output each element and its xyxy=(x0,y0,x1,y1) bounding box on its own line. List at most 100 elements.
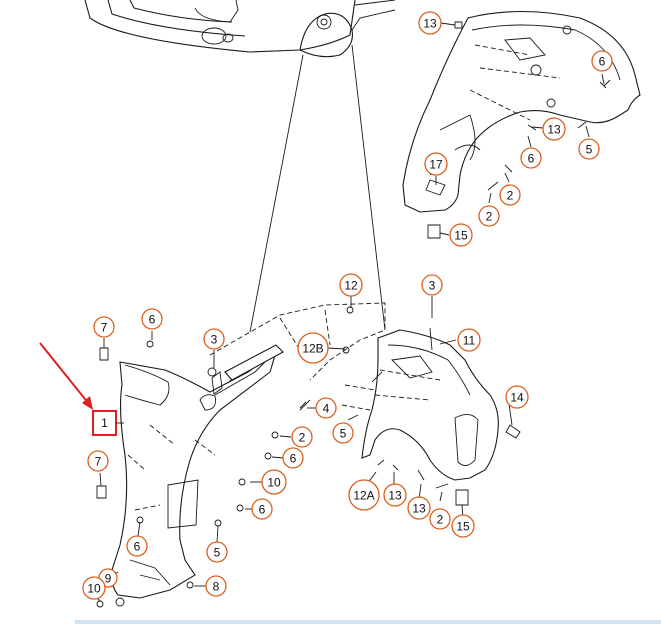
callout-label: 2 xyxy=(486,210,493,224)
callout-label: 2 xyxy=(507,189,514,203)
callout-c10-mid: 10 xyxy=(261,469,287,495)
callout-circle xyxy=(520,147,542,169)
rear-wheel-liner xyxy=(402,11,641,239)
callout-c7-bottom: 7 xyxy=(87,450,109,472)
callout-c7-top: 7 xyxy=(93,316,115,338)
callout-circle xyxy=(383,483,407,507)
callout-circle xyxy=(282,447,304,469)
callout-circle xyxy=(505,385,529,409)
callout-circle xyxy=(348,479,380,511)
callout-label: 13 xyxy=(547,123,561,137)
callout-c2-a: 2 xyxy=(499,184,521,206)
callout-c13-top: 13 xyxy=(418,11,442,35)
callout-label: 7 xyxy=(101,321,108,335)
callout-circle xyxy=(82,576,106,600)
callout-label: 15 xyxy=(456,520,470,534)
front-liner-upper-bracket xyxy=(209,302,386,381)
red-pointer-arrow xyxy=(39,342,93,410)
callout-circle xyxy=(339,273,363,297)
callout-label: 13 xyxy=(388,489,402,503)
callout-label: 6 xyxy=(259,503,266,517)
callout-circle xyxy=(449,223,473,247)
callout-circle xyxy=(251,498,273,520)
callout-circle xyxy=(315,397,337,419)
callout-circle xyxy=(578,138,600,160)
callout-label: 5 xyxy=(340,427,347,441)
highlighted-part-label: 1 xyxy=(101,416,108,430)
callout-label: 7 xyxy=(95,455,102,469)
callout-c12: 12 xyxy=(339,273,363,297)
callout-c6-mid2: 6 xyxy=(282,447,304,469)
callout-circle xyxy=(421,274,443,296)
callout-c13-low-a: 13 xyxy=(383,483,407,507)
bottom-edge-bar xyxy=(75,620,661,624)
callout-circle xyxy=(457,328,481,352)
callout-circle xyxy=(297,332,329,364)
callout-c6-top: 6 xyxy=(591,50,613,72)
callout-circle xyxy=(332,422,354,444)
callout-c5-bottom: 5 xyxy=(206,541,228,563)
callout-circle xyxy=(126,535,148,557)
callout-label: 6 xyxy=(134,540,141,554)
callout-c14: 14 xyxy=(505,385,529,409)
callout-c13-low-b: 13 xyxy=(407,496,431,520)
callout-c3-right: 3 xyxy=(421,274,443,296)
callout-label: 3 xyxy=(211,333,218,347)
leader-line-car-right xyxy=(351,44,386,331)
callout-c15-top: 15 xyxy=(449,223,473,247)
callout-circle xyxy=(591,50,613,72)
callout-label: 11 xyxy=(463,334,476,348)
callout-label: 13 xyxy=(412,502,426,516)
callout-circle xyxy=(261,469,287,495)
callout-label: 12 xyxy=(344,279,358,293)
callout-c6-left-top: 6 xyxy=(141,308,163,330)
callout-c15-bottom: 15 xyxy=(451,514,475,538)
callout-c4: 4 xyxy=(315,397,337,419)
callout-circle xyxy=(418,11,442,35)
callout-label: 14 xyxy=(510,391,524,405)
callout-circle xyxy=(205,575,227,597)
callout-label: 10 xyxy=(87,582,101,596)
highlight-part-1: 1 xyxy=(92,410,124,436)
callout-label: 6 xyxy=(528,152,535,166)
callout-label: 12A xyxy=(353,489,374,503)
callout-c2-b: 2 xyxy=(478,205,500,227)
callout-label: 3 xyxy=(429,279,436,293)
callout-circle xyxy=(478,205,500,227)
callout-circle xyxy=(451,514,475,538)
callout-label: 5 xyxy=(586,143,593,157)
callout-c10-bottom: 10 xyxy=(82,576,106,600)
callout-c12a: 12A xyxy=(348,479,380,511)
callout-circle xyxy=(87,450,109,472)
callout-label: 5 xyxy=(214,546,221,560)
callout-circle xyxy=(141,308,163,330)
callout-c2-d: 2 xyxy=(429,508,451,530)
callout-c6-mid: 6 xyxy=(520,147,542,169)
callout-c6-bottom: 6 xyxy=(126,535,148,557)
callout-circle xyxy=(542,117,566,141)
callout-label: 8 xyxy=(213,580,220,594)
callout-circle xyxy=(203,328,225,350)
callout-label: 2 xyxy=(299,431,306,445)
callout-circle xyxy=(93,316,115,338)
callout-label: 9 xyxy=(105,572,112,586)
callout-label: 13 xyxy=(423,17,437,31)
callout-c13-mid: 13 xyxy=(542,117,566,141)
callout-label: 6 xyxy=(599,55,606,69)
callout-c3-left: 3 xyxy=(203,328,225,350)
car-front-illustration xyxy=(84,0,396,58)
callout-c6-low: 6 xyxy=(251,498,273,520)
front-wheel-liner-left xyxy=(96,340,311,608)
callout-c8: 8 xyxy=(205,575,227,597)
callout-label: 15 xyxy=(454,229,468,243)
callout-c17: 17 xyxy=(424,152,448,176)
callout-c12b: 12B xyxy=(297,332,329,364)
callout-label: 2 xyxy=(437,513,444,527)
callout-c5-top: 5 xyxy=(578,138,600,160)
callout-circle xyxy=(291,426,313,448)
callout-label: 10 xyxy=(267,476,281,490)
callout-circle xyxy=(499,184,521,206)
